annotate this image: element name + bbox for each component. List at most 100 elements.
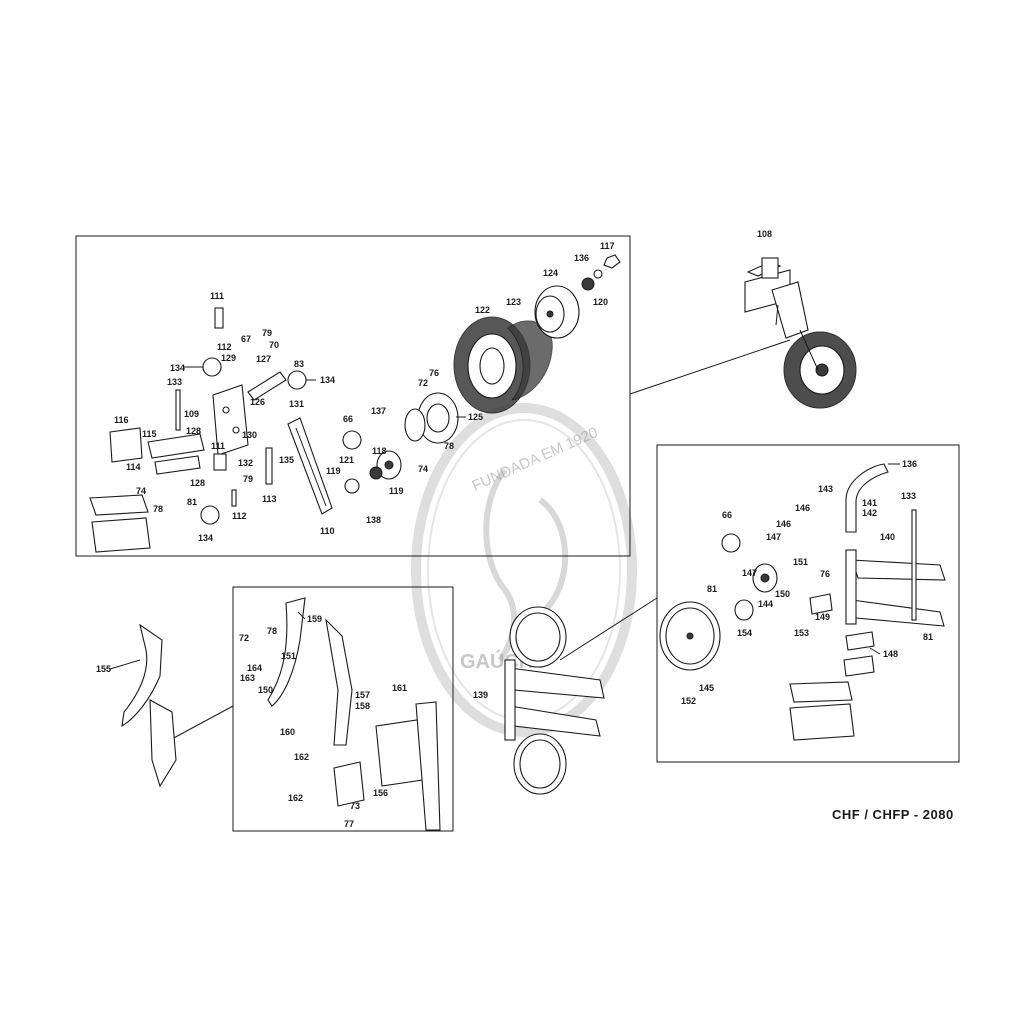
part-number-label: 157 — [355, 690, 370, 700]
washer-66b — [721, 533, 741, 553]
tire-122 — [453, 316, 531, 414]
part-number-label: 78 — [267, 626, 277, 636]
part-number-label: 79 — [262, 328, 272, 338]
disc-coulter-159 — [267, 597, 306, 707]
part-number-label: 116 — [114, 415, 129, 425]
plate-116 — [109, 427, 143, 463]
part-number-label: 72 — [418, 378, 428, 388]
disc-145 — [659, 601, 721, 671]
part-number-label: 140 — [880, 532, 895, 542]
clamp-149 — [809, 593, 833, 615]
part-number-label: 115 — [142, 429, 157, 439]
part-number-label: 137 — [371, 406, 386, 416]
part-number-label: 164 — [247, 663, 262, 673]
part-number-label: 150 — [775, 589, 790, 599]
part-number-label: 138 — [366, 515, 381, 525]
part-number-label: 111 — [211, 441, 225, 451]
part-number-label: 66 — [343, 414, 353, 424]
part-number-label: 127 — [256, 354, 271, 364]
part-number-label: 77 — [344, 819, 354, 829]
part-number-label: 76 — [820, 569, 830, 579]
part-number-label: 134 — [320, 375, 335, 385]
part-number-label: 119 — [389, 486, 404, 496]
part-number-label: 81 — [923, 632, 933, 642]
part-number-label: 135 — [279, 455, 294, 465]
hub-144 — [752, 563, 778, 593]
pin-111 — [214, 307, 224, 329]
part-number-label: 66 — [722, 510, 732, 520]
part-number-label: 123 — [506, 297, 521, 307]
part-number-label: 131 — [289, 399, 304, 409]
part-number-label: 108 — [757, 229, 772, 239]
shank-157 — [325, 618, 353, 746]
part-number-label: 117 — [600, 241, 615, 251]
part-number-label: 74 — [418, 464, 428, 474]
part-number-label: 120 — [593, 297, 608, 307]
part-number-label: 70 — [269, 340, 279, 350]
part-number-label: 161 — [392, 683, 407, 693]
part-number-label: 143 — [818, 484, 833, 494]
part-number-label: 74 — [136, 486, 146, 496]
part-number-label: 67 — [241, 334, 251, 344]
washer-134b — [287, 370, 307, 390]
part-number-label: 150 — [258, 685, 273, 695]
part-number-label: 119 — [326, 466, 341, 476]
washer-136 — [593, 269, 603, 279]
part-number-label: 133 — [901, 491, 916, 501]
part-number-label: 118 — [372, 446, 387, 456]
part-number-label: 81 — [187, 497, 197, 507]
part-number-label: 125 — [468, 412, 483, 422]
rod-113 — [265, 447, 273, 485]
part-number-label: 124 — [543, 268, 558, 278]
part-number-label: 148 — [883, 649, 898, 659]
part-number-label: 83 — [294, 359, 304, 369]
pin-112 — [231, 489, 237, 507]
part-number-label: 128 — [190, 478, 205, 488]
part-number-label: 113 — [262, 494, 277, 504]
part-number-label: 151 — [281, 651, 296, 661]
part-number-label: 110 — [320, 526, 335, 536]
part-number-label: 112 — [232, 511, 247, 521]
part-number-label: 162 — [294, 752, 309, 762]
part-number-label: 141 — [862, 498, 877, 508]
wheel-unit-assembled — [744, 257, 857, 409]
handle-141 — [845, 463, 889, 533]
washer-134a — [202, 357, 222, 377]
drawing-code: CHF / CHFP - 2080 — [832, 807, 954, 822]
part-number-label: 133 — [167, 377, 182, 387]
part-number-label: 158 — [355, 701, 370, 711]
label-leaders — [109, 366, 900, 670]
part-number-label: 134 — [198, 533, 213, 543]
part-number-label: 126 — [250, 397, 265, 407]
arm-161 — [415, 701, 441, 831]
part-number-label: 129 — [221, 353, 236, 363]
part-number-label: 81 — [707, 584, 717, 594]
blade-155 — [121, 623, 163, 728]
plate-148b — [843, 655, 875, 677]
part-number-label: 76 — [429, 368, 439, 378]
part-number-label: 134 — [170, 363, 185, 373]
part-number-label: 155 — [96, 664, 111, 674]
part-number-label: 111 — [210, 291, 224, 301]
leader-line — [169, 705, 234, 741]
fork-140 — [845, 549, 946, 627]
bolt-133b — [911, 509, 917, 621]
leader-line — [559, 597, 658, 661]
part-number-label: 78 — [153, 504, 163, 514]
nut-117 — [603, 254, 621, 269]
plate-148a — [845, 631, 875, 651]
part-number-label: 154 — [737, 628, 752, 638]
part-number-label: 146 — [776, 519, 791, 529]
part-number-label: 78 — [444, 441, 454, 451]
part-number-label: 122 — [475, 305, 490, 315]
wheel-assembly-139 — [504, 606, 605, 795]
part-number-label: 159 — [307, 614, 322, 624]
leader-line — [629, 339, 791, 395]
bolt-133 — [175, 389, 181, 431]
coulter-assembly-frame — [232, 586, 454, 832]
part-number-label: 136 — [574, 253, 589, 263]
part-number-label: 144 — [758, 599, 773, 609]
part-number-label: 151 — [793, 557, 808, 567]
angle-bracket — [89, 494, 149, 516]
